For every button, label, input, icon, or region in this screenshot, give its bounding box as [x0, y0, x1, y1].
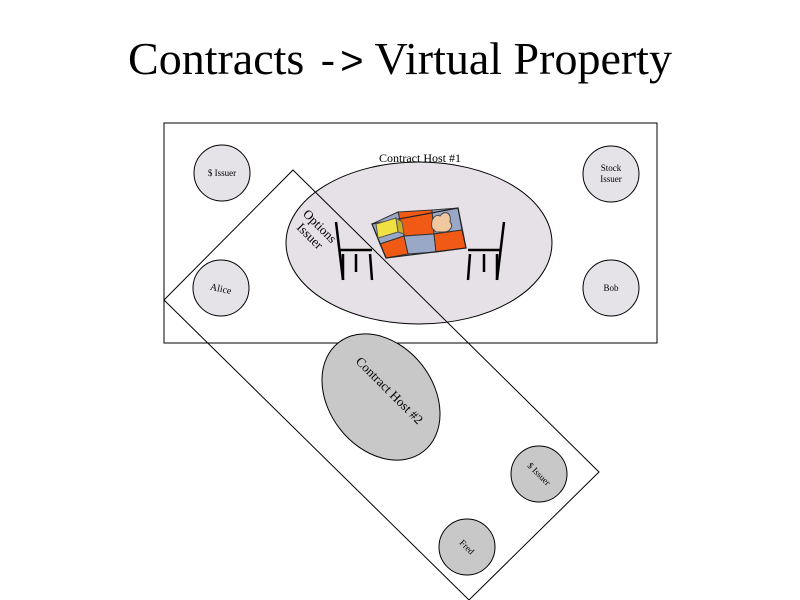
game-board-icon [371, 207, 467, 259]
title-arrow: -> [315, 42, 364, 87]
right-chair-icon [466, 221, 506, 281]
host1-label: Contract Host #1 [379, 151, 461, 165]
left-chair-icon [334, 221, 374, 281]
slide-title: Contracts -> Virtual Property [0, 36, 800, 85]
host2-frame [163, 169, 600, 600]
title-right: Virtual Property [374, 33, 672, 84]
alice-node: Alice [192, 259, 250, 317]
title-left: Contracts [128, 33, 305, 84]
host2-ellipse [321, 333, 441, 461]
dollar-issuer-node: $ Issuer [193, 144, 251, 202]
alice-label: Alice [209, 282, 233, 297]
fred-node: Fred [438, 518, 496, 576]
stock-issuer-node: Stock Issuer [582, 145, 640, 203]
stock-issuer-label-2: Issuer [600, 174, 622, 184]
host2-dollar-issuer-node: $ Issuer [510, 445, 568, 503]
stock-issuer-label-1: Stock [601, 163, 622, 173]
dollar-issuer-label: $ Issuer [208, 168, 236, 178]
bob-label: Bob [603, 283, 619, 293]
bob-node: Bob [582, 259, 640, 317]
